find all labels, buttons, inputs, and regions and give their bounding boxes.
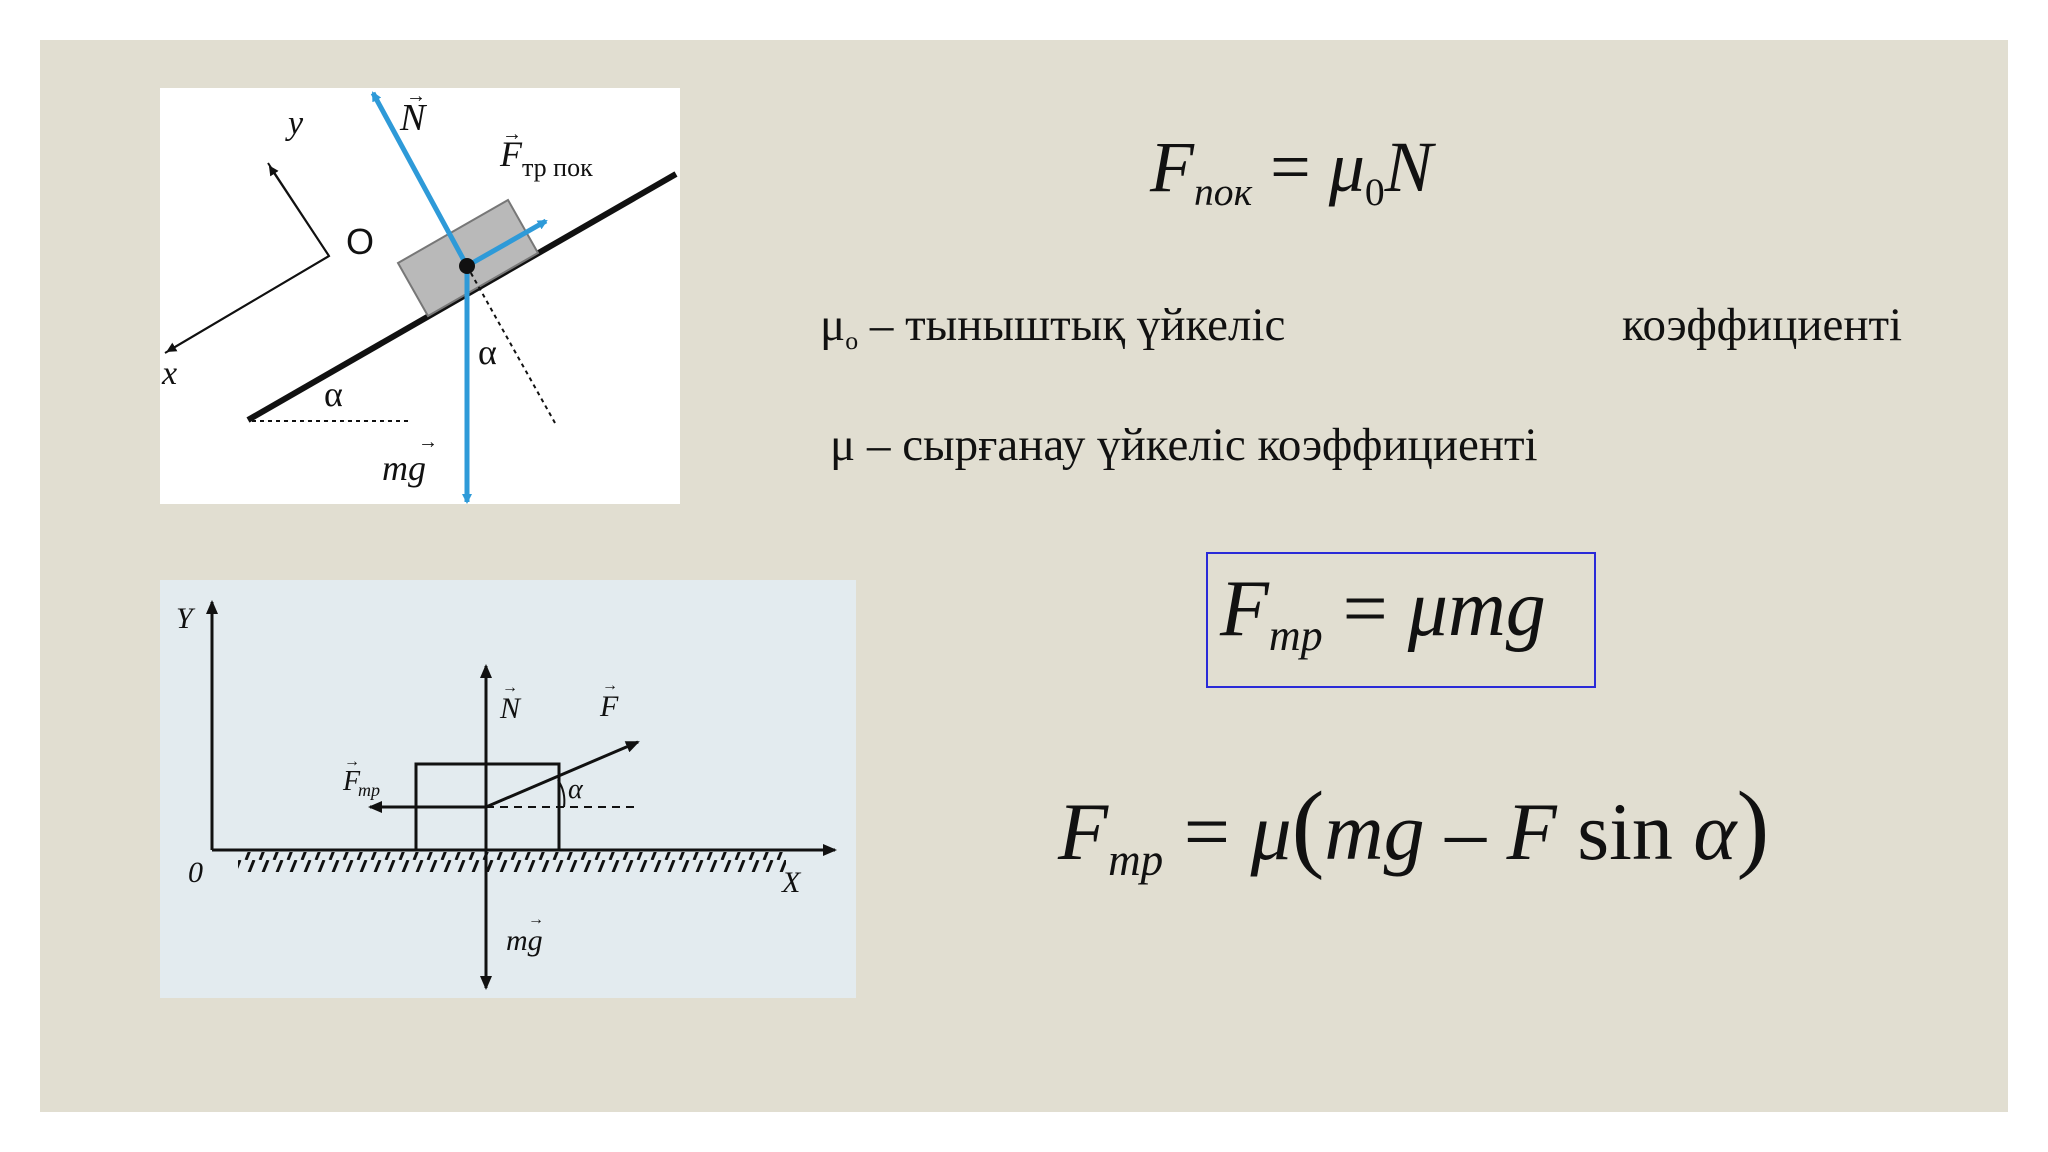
angle-arc <box>557 779 566 808</box>
label-alpha-bottom: α <box>324 374 343 414</box>
label-y: Y <box>176 602 196 635</box>
coefficient-word: коэффициенті <box>1622 299 1903 351</box>
label-alpha-top: α <box>478 332 497 372</box>
label-mg-arrow: → <box>418 431 438 453</box>
formula-friction-with-angle: Fтр = μ(mg – F sin α) <box>1058 772 1770 885</box>
formula-static-friction: Fпок = μ0N <box>1150 127 1433 214</box>
normal-force-vector <box>370 91 470 268</box>
label-alpha: α <box>568 774 584 805</box>
friction-vector <box>465 218 548 269</box>
label-mg: mg <box>382 448 426 488</box>
incline-diagram: y x O N → F → тр пок α α mg → <box>160 88 680 504</box>
label-y: y <box>285 105 304 142</box>
label-Ftr-arrow: → <box>344 753 360 770</box>
slide: y x O N → F → тр пок α α mg → <box>40 40 2008 1112</box>
sliding-friction-coefficient-line: μ – сырғанау үйкеліс коэффициенті <box>830 419 1538 471</box>
label-x: x <box>161 355 177 392</box>
axes <box>164 162 331 354</box>
label-friction-arrow: → <box>502 123 522 145</box>
label-N-arrow: → <box>406 88 426 107</box>
label-friction-sub: тр пок <box>522 153 593 182</box>
block <box>396 198 540 318</box>
perpendicular-dotted-line <box>466 265 556 424</box>
label-origin: O <box>346 221 374 262</box>
label-F: F <box>599 690 619 723</box>
label-N-arrow: → <box>502 679 518 696</box>
label-mg-arrow: → <box>528 911 544 928</box>
formula-sliding-friction: Fтр = μmg <box>1220 565 1546 661</box>
static-friction-coefficient-line: μо – тыныштық үйкеліс <box>820 299 1286 356</box>
label-origin: 0 <box>188 856 203 889</box>
label-N: N <box>399 97 428 139</box>
label-F-arrow: → <box>602 677 618 694</box>
label-N: N <box>499 692 522 725</box>
formula-box <box>1206 552 1596 688</box>
label-x: X <box>781 866 802 899</box>
center-point <box>459 258 475 274</box>
applied-force-vector <box>485 740 640 809</box>
label-Ftr-sub: тр <box>358 780 380 800</box>
label-mg: mg <box>506 924 543 957</box>
horizontal-diagram: Y 0 X N → F → F → тр α mg → <box>160 580 856 998</box>
label-friction: F <box>499 134 523 174</box>
ground-hatch <box>238 852 786 872</box>
label-Ftr: F <box>342 766 361 797</box>
